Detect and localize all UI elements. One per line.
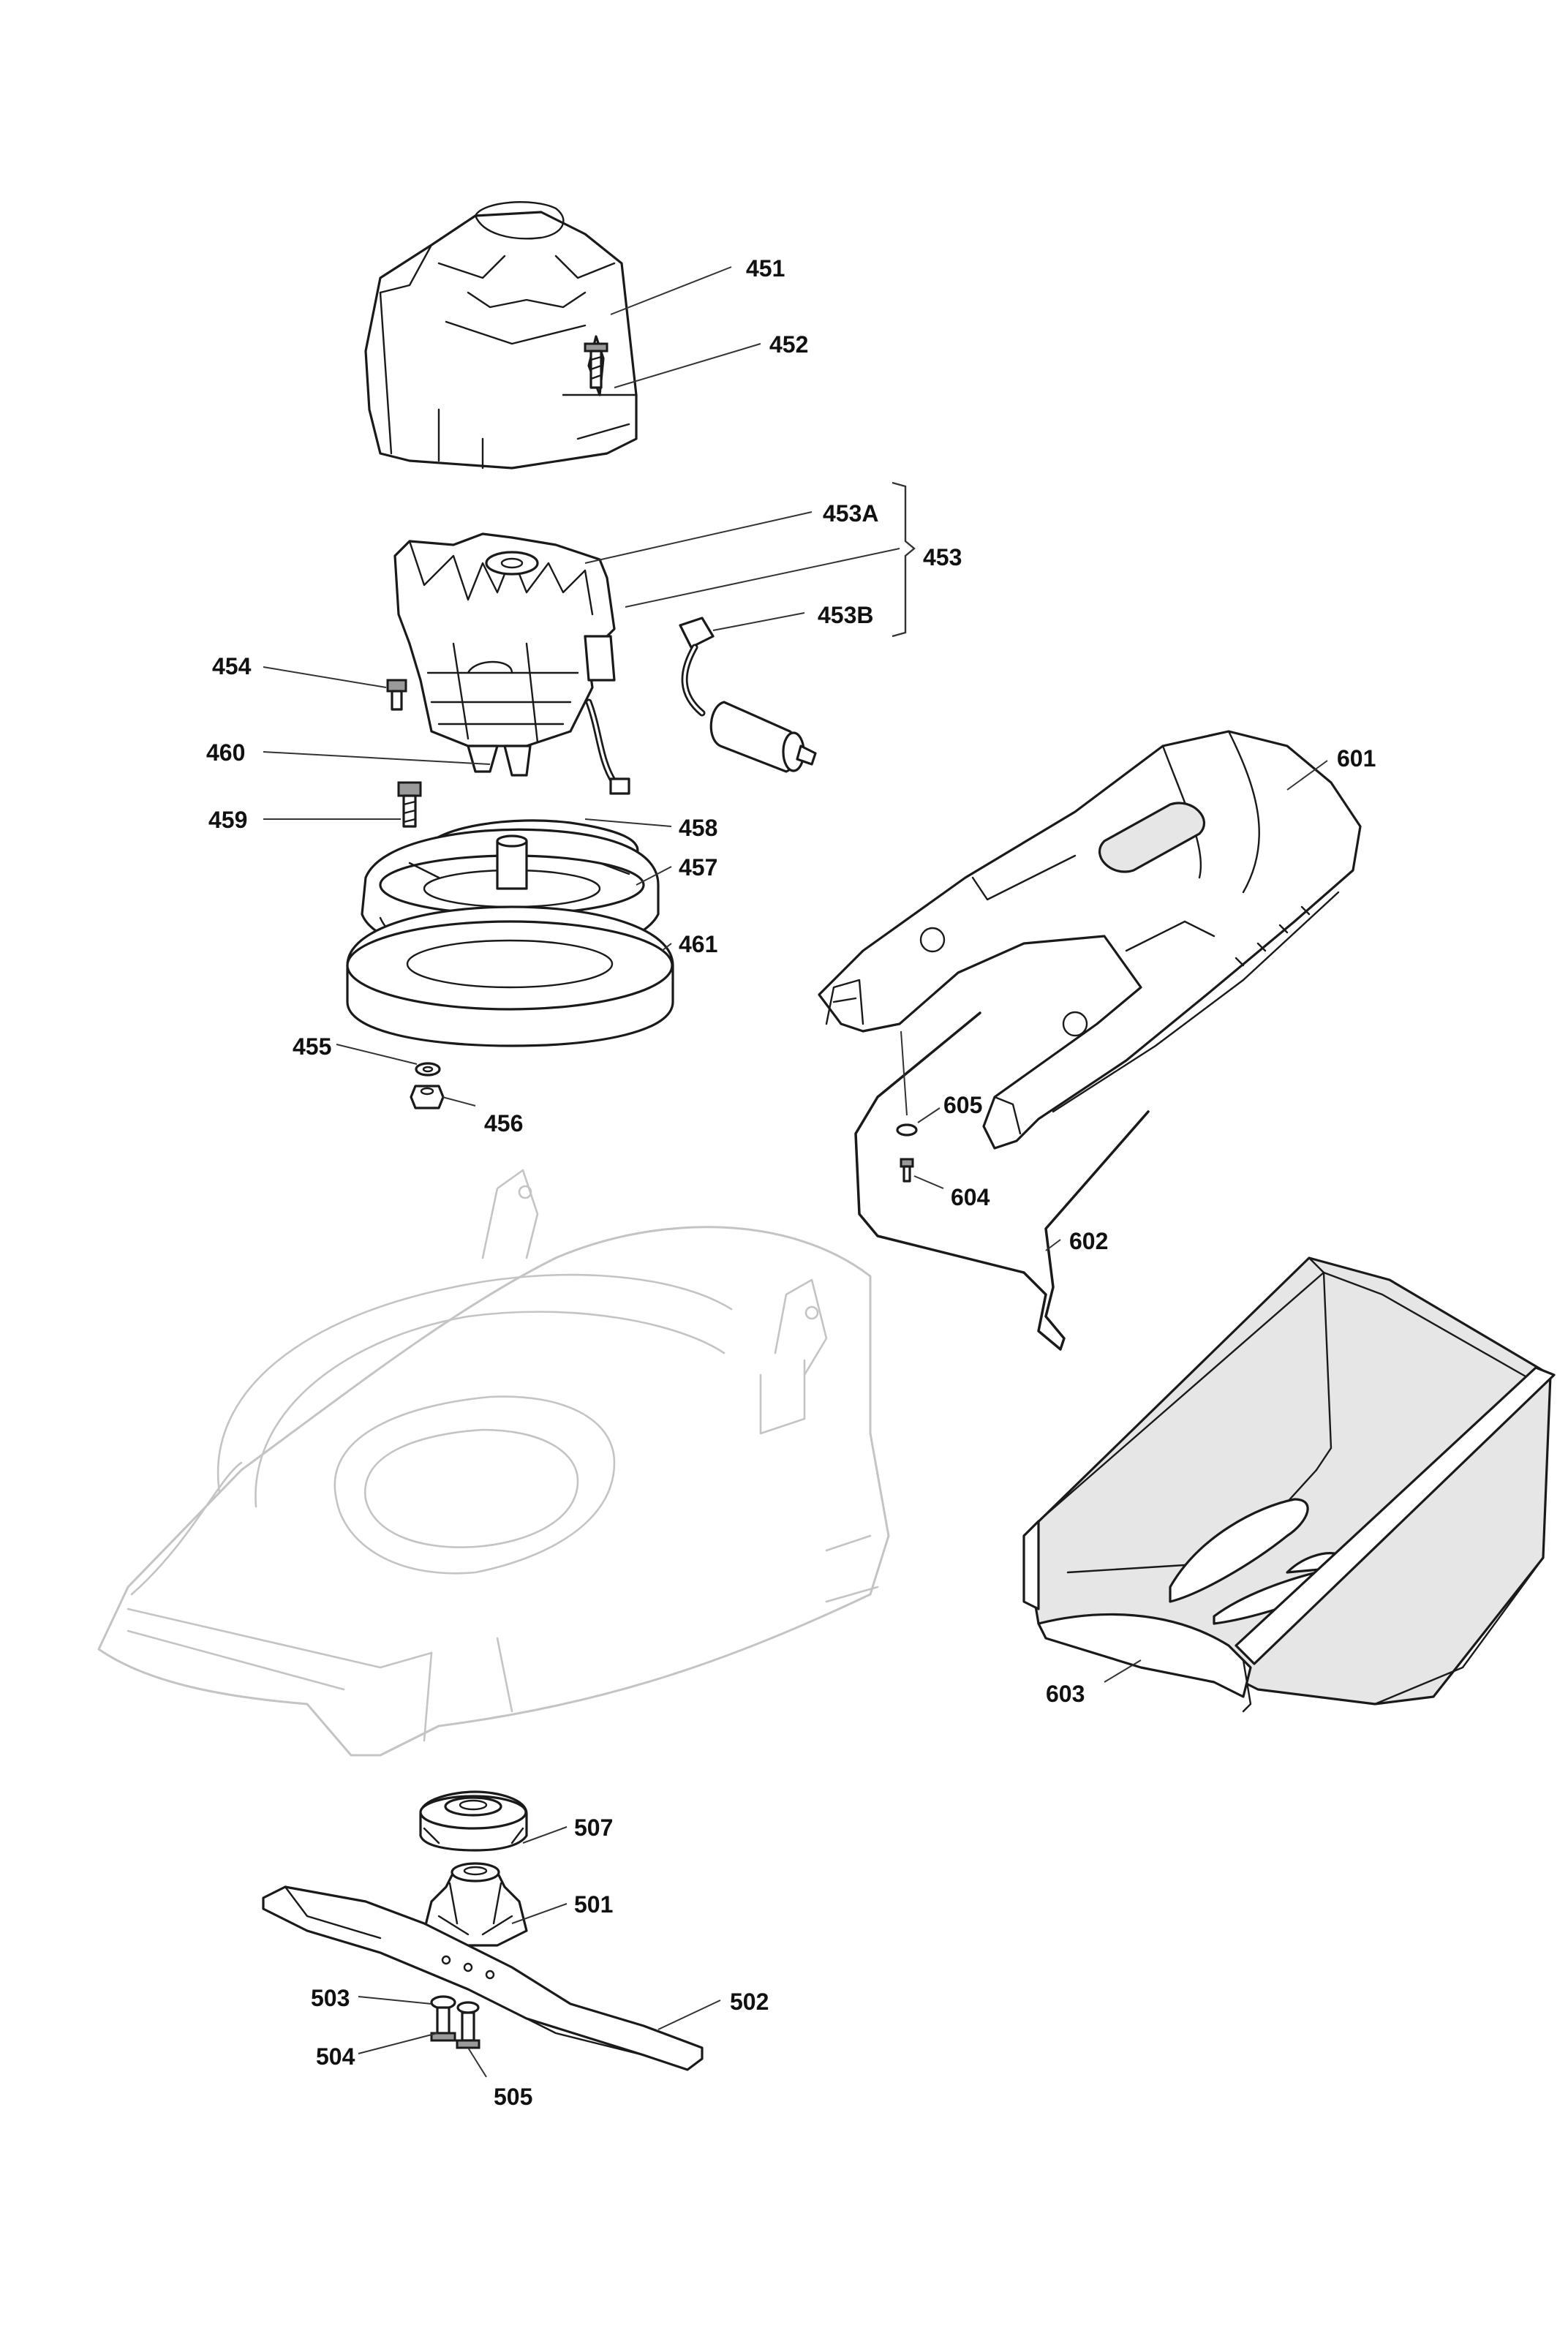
part-453a-motor bbox=[393, 532, 630, 795]
part-459-bolt bbox=[397, 781, 422, 828]
callout-459: 459 bbox=[208, 807, 247, 833]
callout-452: 452 bbox=[769, 331, 808, 358]
part-455-washer bbox=[415, 1062, 441, 1077]
callout-501: 501 bbox=[574, 1891, 613, 1918]
callout-451: 451 bbox=[746, 255, 785, 282]
part-602-wire-frame bbox=[854, 1011, 1150, 1351]
leader-lines bbox=[263, 266, 1328, 2078]
callout-507: 507 bbox=[574, 1814, 613, 1841]
callout-603: 603 bbox=[1046, 1681, 1085, 1707]
part-601-grassbox-lid bbox=[818, 730, 1362, 1150]
callout-457: 457 bbox=[679, 854, 717, 881]
callout-503: 503 bbox=[311, 1985, 350, 2011]
callout-460: 460 bbox=[206, 739, 245, 766]
callout-461: 461 bbox=[679, 931, 717, 957]
part-461-ring bbox=[346, 905, 674, 1047]
callout-504: 504 bbox=[316, 2043, 355, 2070]
callout-454: 454 bbox=[212, 653, 252, 679]
callout-456: 456 bbox=[484, 1110, 523, 1137]
callout-453a: 453A bbox=[823, 500, 879, 527]
part-454-screw bbox=[386, 679, 407, 711]
part-456-nut bbox=[410, 1085, 445, 1109]
mower-deck-ghost bbox=[97, 1169, 890, 1757]
callout-505: 505 bbox=[494, 2084, 532, 2110]
part-453b-capacitor bbox=[679, 617, 817, 773]
callout-605: 605 bbox=[943, 1092, 982, 1118]
callout-453: 453 bbox=[923, 544, 962, 570]
part-452-screw bbox=[584, 342, 608, 389]
callout-604: 604 bbox=[951, 1184, 990, 1210]
callout-453b: 453B bbox=[818, 602, 874, 628]
callout-502: 502 bbox=[730, 1989, 769, 2015]
part-503-bolt bbox=[430, 1995, 456, 2042]
part-507-adapter bbox=[419, 1790, 528, 1852]
callout-458: 458 bbox=[679, 815, 717, 841]
part-501-blade-hub bbox=[423, 1862, 528, 1947]
callout-602: 602 bbox=[1069, 1228, 1108, 1254]
part-604-screw bbox=[900, 1158, 914, 1183]
part-505-bolt bbox=[456, 2001, 480, 2049]
callout-labels: 451 452 453A 453 453B 454 460 459 458 45… bbox=[206, 255, 1376, 2110]
callout-601: 601 bbox=[1337, 745, 1376, 772]
part-451-motor-cover bbox=[364, 201, 638, 470]
part-603-grass-box bbox=[1022, 1256, 1556, 1713]
brace-453 bbox=[892, 481, 916, 638]
callout-455: 455 bbox=[293, 1033, 331, 1060]
part-502-blade bbox=[262, 1885, 704, 2071]
part-605-washer bbox=[896, 1030, 918, 1137]
